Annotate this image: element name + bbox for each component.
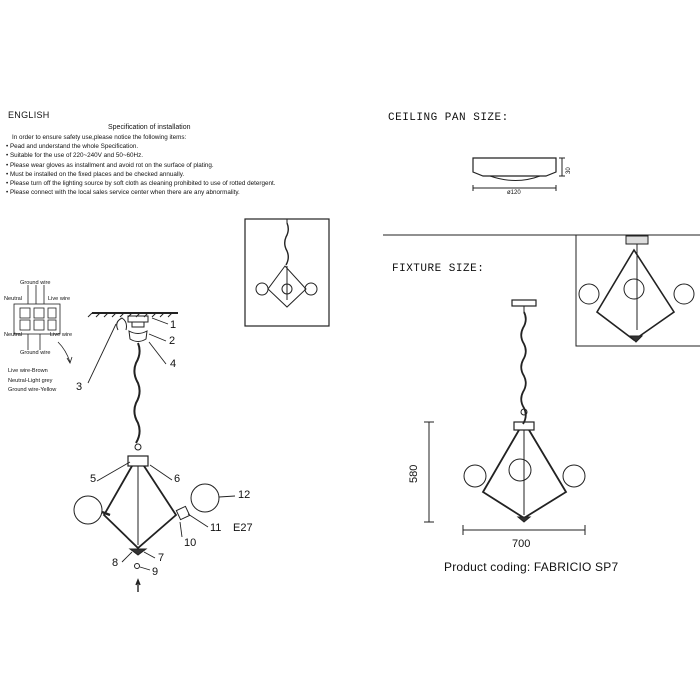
fixture-height-dimension: 580 [408, 464, 420, 483]
fixture-closeup-drawing [575, 235, 700, 347]
callout-6: 6 [174, 473, 181, 485]
fixture-size-drawing [463, 299, 586, 523]
ceiling-pan-diameter: ø120 [507, 190, 521, 196]
wire-label-neutral-left: Neutral [4, 332, 23, 338]
fixture-size-title: FIXTURE SIZE: [392, 263, 485, 275]
wire-label-live: Live wire [48, 296, 71, 302]
callout-11: 11 [210, 522, 222, 534]
socket-type-label: E27 [233, 522, 253, 534]
ceiling-pan-drawing [472, 157, 565, 191]
installation-fixture-drawing [73, 312, 220, 592]
legend-item: Ground wire-Yellow [8, 387, 57, 393]
language-label: ENGLISH [8, 110, 50, 120]
product-coding: Product coding: FABRICIO SP7 [444, 560, 619, 574]
dimension-lines [424, 421, 586, 535]
spec-list: In order to ensure safety use,please not… [6, 133, 276, 197]
ceiling-pan-title: CEILING PAN SIZE: [388, 112, 509, 124]
callout-9: 9 [152, 566, 159, 578]
legend-item: Neutral-Light grey [8, 377, 53, 384]
spec-item: • Please turn off the lighting source by… [6, 179, 276, 187]
thumbnail-fixture-drawing [244, 218, 330, 327]
callout-12: 12 [238, 489, 251, 501]
spec-item: In order to ensure safety use,please not… [12, 134, 187, 141]
callout-3: 3 [76, 381, 83, 393]
wire-color-legend: Live wire-Brown Neutral-Light grey Groun… [8, 367, 56, 396]
spec-item: • Please connect with the local sales se… [6, 189, 240, 197]
wire-label-live-right: Live wire [50, 332, 73, 338]
wiring-diagram [13, 285, 73, 364]
spec-item: • Suitable for the use of 220~240V and 5… [6, 152, 143, 160]
callout-leaders [87, 317, 236, 571]
spec-item: • Pead and understand the whole Specific… [6, 143, 139, 151]
spec-item: • Must be installed on the fixed places … [6, 170, 185, 178]
callout-7: 7 [158, 552, 165, 564]
callout-10: 10 [184, 537, 197, 549]
wire-label-neutral: Neutral [4, 296, 23, 302]
spec-item: • Please wear gloves as installment and … [6, 161, 214, 169]
ceiling-pan-height: 30 [566, 167, 572, 174]
callout-5: 5 [90, 473, 97, 485]
callout-4: 4 [170, 358, 177, 370]
callout-2: 2 [169, 335, 176, 347]
callout-1: 1 [170, 319, 177, 331]
spec-title: Specification of installation [108, 124, 191, 131]
wire-label-ground-top: Ground wire [20, 280, 51, 286]
fixture-width-dimension: 700 [512, 538, 531, 550]
callout-8: 8 [112, 557, 119, 569]
legend-item: Live wire-Brown [8, 368, 48, 374]
wire-label-ground-bottom: Ground wire [20, 350, 51, 356]
